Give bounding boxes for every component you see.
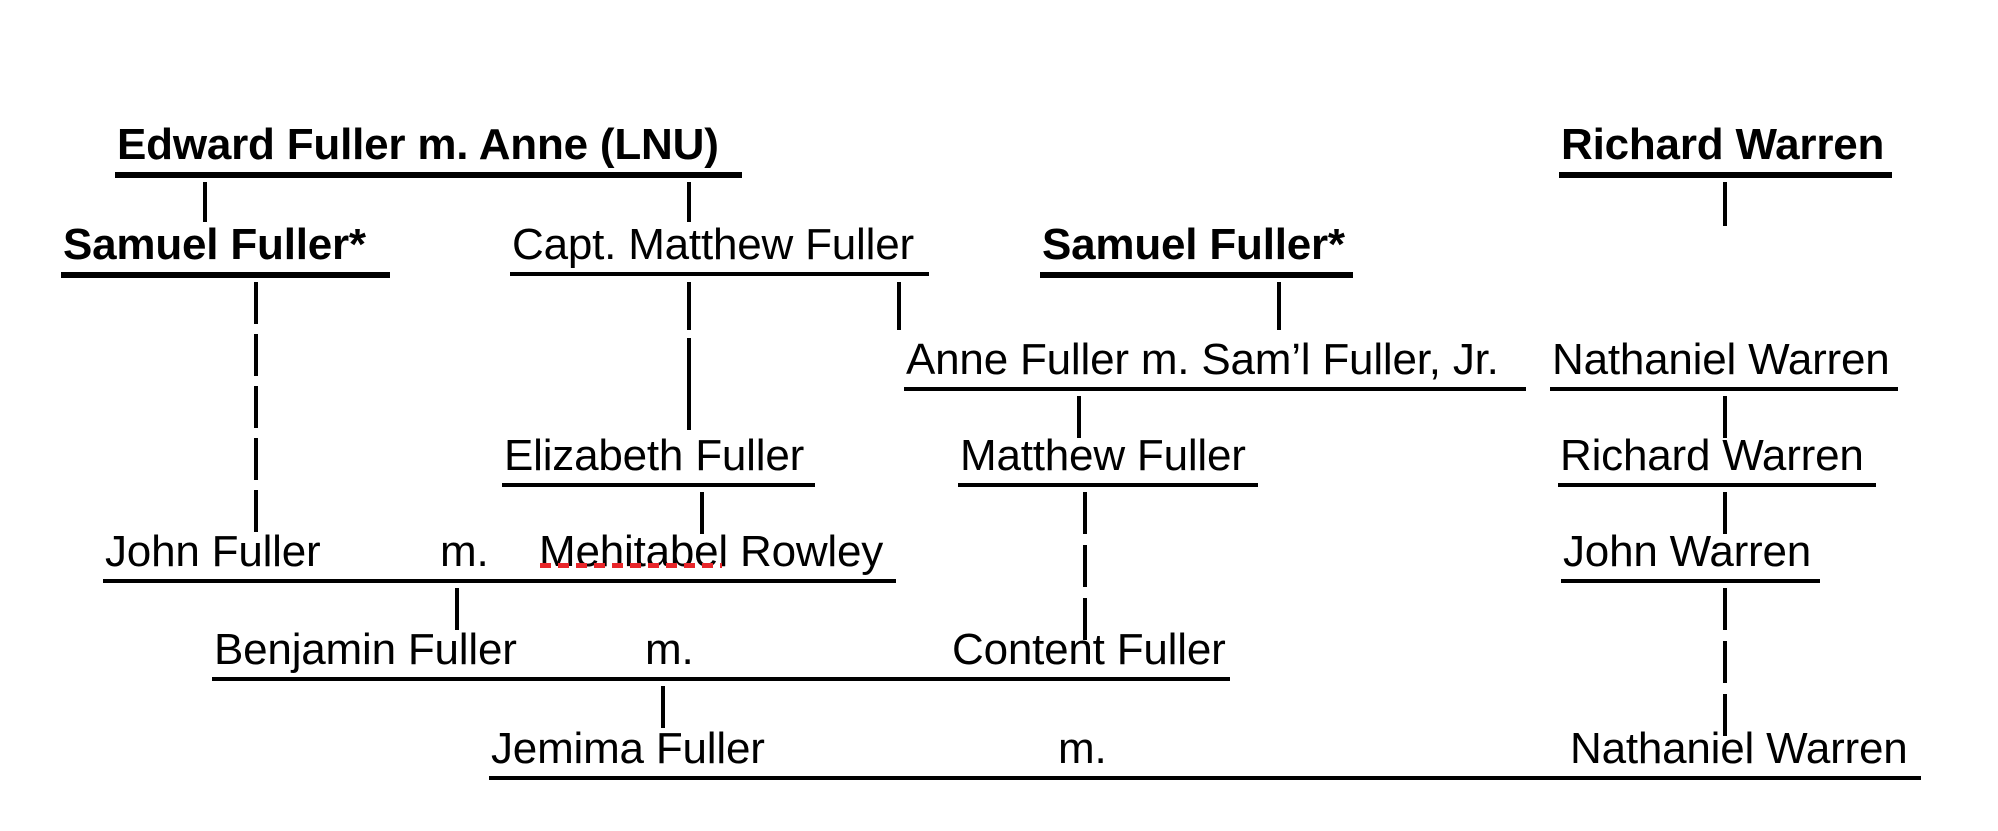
underline-edward-fuller-anne	[115, 172, 742, 178]
node-anne-fuller-samuel-jr: Anne Fuller m. Sam’l Fuller, Jr.	[906, 335, 1499, 384]
connector-matthew-fuller-seg-1	[1083, 492, 1087, 534]
connector-samuel-left-seg-3	[254, 386, 258, 428]
connector-nathaniel-to-richard-warren	[1723, 396, 1727, 438]
underline-elizabeth-fuller	[502, 483, 815, 487]
node-nathaniel-warren-1: Nathaniel Warren	[1552, 335, 1890, 384]
node-john-fuller: John Fuller	[105, 527, 321, 576]
connector-matthew-branch-right	[897, 282, 901, 330]
underline-richard-warren-1	[1559, 172, 1892, 178]
connector-samuel-left-seg-1	[254, 282, 258, 324]
connector-elizabeth-to-mehitabel	[700, 492, 704, 534]
node-elizabeth-fuller: Elizabeth Fuller	[504, 431, 805, 480]
node-richard-warren-2: Richard Warren	[1560, 431, 1864, 480]
underline-nathaniel-warren-1	[1550, 387, 1898, 391]
marriage-mark-1: m.	[440, 527, 489, 576]
underline-benjamin-content-couple	[212, 677, 1230, 681]
connector-edward-to-samuel-left	[203, 182, 207, 222]
node-nathaniel-warren-2: Nathaniel Warren	[1570, 724, 1908, 773]
node-benjamin-fuller: Benjamin Fuller	[214, 625, 517, 674]
connector-matthew-down-1	[687, 282, 691, 330]
node-samuel-fuller-right: Samuel Fuller*	[1042, 220, 1345, 269]
connector-anne-to-matthew-fuller	[1077, 396, 1081, 438]
marriage-mark-2: m.	[645, 625, 694, 674]
node-capt-matthew-fuller: Capt. Matthew Fuller	[512, 220, 914, 269]
underline-samuel-fuller-right	[1040, 272, 1353, 278]
node-samuel-fuller-left: Samuel Fuller*	[63, 220, 366, 269]
connector-matthew-down-3	[687, 386, 691, 430]
connector-john-warren-seg-3	[1723, 694, 1727, 736]
underline-samuel-fuller-left	[61, 272, 390, 278]
marriage-mark-3: m.	[1058, 724, 1107, 773]
node-richard-warren-1: Richard Warren	[1561, 120, 1885, 169]
underline-anne-fuller-samuel-jr	[904, 387, 1526, 391]
node-jemima-fuller: Jemima Fuller	[491, 724, 765, 773]
node-john-warren: John Warren	[1563, 527, 1812, 576]
connector-richard-warren-to-nathaniel	[1723, 182, 1727, 226]
underline-richard-warren-2	[1558, 483, 1876, 487]
connector-john-fuller-to-benjamin	[455, 588, 459, 630]
connector-samuel-left-seg-5	[254, 490, 258, 532]
connector-matthew-fuller-seg-2	[1083, 545, 1087, 587]
underline-matthew-fuller	[958, 483, 1258, 487]
connector-matthew-fuller-seg-3	[1083, 598, 1087, 640]
connector-samuel-left-seg-4	[254, 438, 258, 480]
connector-benjamin-to-jemima	[661, 686, 665, 728]
node-matthew-fuller: Matthew Fuller	[960, 431, 1246, 480]
connector-edward-to-matthew	[687, 182, 691, 222]
connector-samuel-right-to-anne	[1277, 282, 1281, 330]
connector-richard-warren-to-john-warren	[1723, 492, 1727, 534]
node-content-fuller: Content Fuller	[952, 625, 1226, 674]
underline-jemima-nathaniel-couple	[489, 776, 1921, 780]
connector-john-warren-seg-2	[1723, 641, 1727, 683]
connector-samuel-left-seg-2	[254, 334, 258, 376]
connector-john-warren-seg-1	[1723, 588, 1727, 630]
spellcheck-underline-mehitabel	[540, 563, 722, 568]
underline-john-fuller-mehitabel-couple	[103, 579, 896, 583]
node-edward-fuller-anne: Edward Fuller m. Anne (LNU)	[117, 120, 719, 169]
underline-capt-matthew-fuller	[510, 272, 929, 276]
underline-john-warren	[1561, 579, 1820, 583]
connector-matthew-down-2	[687, 338, 691, 386]
